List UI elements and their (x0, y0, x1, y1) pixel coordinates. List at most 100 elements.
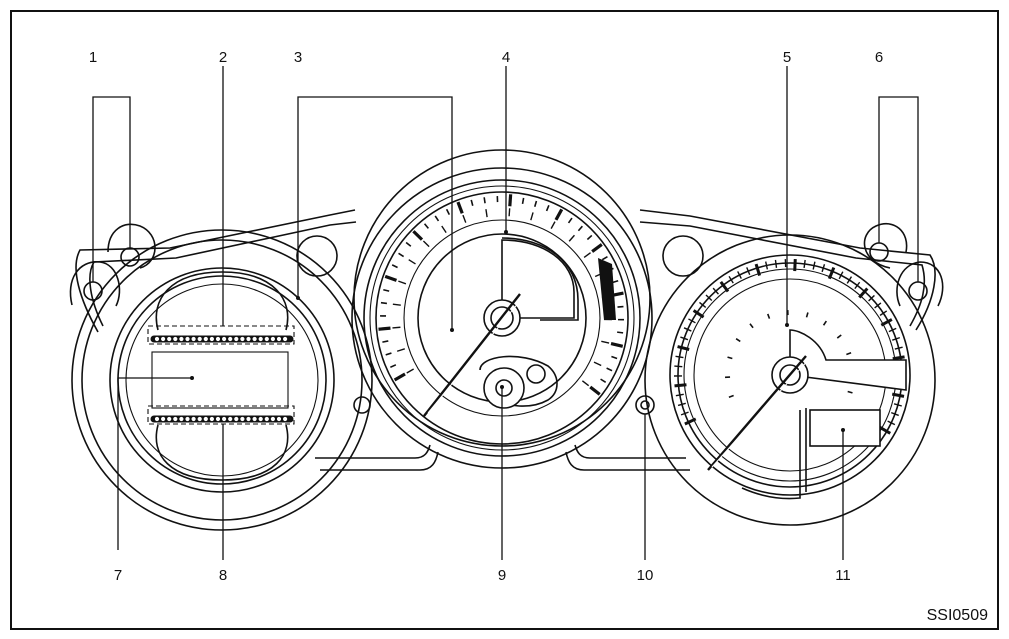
speedo-tick (774, 259, 778, 268)
tacho-tick (390, 364, 397, 368)
tacho-tick (445, 208, 451, 216)
speedo-inner-tick (822, 320, 828, 326)
tacho-tick (412, 230, 424, 241)
tacho-inner-tick (392, 303, 401, 306)
speedo-inner-tick (728, 394, 734, 398)
speedo-tick (674, 365, 683, 368)
tacho-inner-tick (583, 252, 591, 259)
speedo-tick (677, 345, 690, 351)
speedo-tick (675, 393, 684, 397)
dot-row-dot (179, 416, 184, 422)
dot-row-dot (228, 336, 233, 342)
indicator-lamps-right (863, 223, 944, 307)
dot-row-dot (167, 416, 172, 422)
tacho-tick (611, 355, 618, 360)
speedo-inner-tick (749, 323, 754, 329)
speedo-tick (692, 309, 705, 319)
tacho-tick (384, 274, 398, 282)
tacho-tick (577, 225, 583, 232)
tacho-tick (533, 200, 538, 207)
right-speedometer (644, 234, 936, 526)
speedo-tick (891, 392, 905, 398)
dot-row-dot (154, 416, 160, 422)
speedo-tick (858, 287, 869, 299)
speedo-tick (674, 383, 687, 388)
speedo-tick (868, 294, 875, 302)
tacho-tick (380, 301, 388, 305)
tacho-inner-tick (408, 259, 416, 265)
odometer-dot-row-bottom (150, 415, 294, 423)
tacho-tick (434, 215, 440, 222)
tachometer-ticks (378, 194, 624, 396)
dot-row-dot (179, 336, 184, 342)
speedo-inner-tick (727, 356, 733, 360)
callout-labels: 1 2 3 4 5 6 7 8 9 10 11 (89, 49, 883, 584)
speedo-inner-tick (735, 337, 741, 343)
tacho-tick (589, 385, 601, 396)
dot-row-dot (173, 416, 178, 422)
dot-row-dot (270, 336, 275, 342)
speedo-tick (728, 275, 734, 284)
speedo-tick (846, 276, 853, 284)
tacho-inner-tick (508, 208, 511, 217)
center-tachometer (351, 149, 653, 469)
tacho-tick (391, 264, 398, 269)
speedo-tick (712, 287, 719, 295)
tacho-tick (554, 208, 564, 221)
speedo-tick (874, 302, 882, 309)
dot-row-dot (240, 336, 245, 342)
tacho-inner-tick (550, 221, 556, 229)
tacho-tick (383, 288, 390, 292)
dot-row-dot (270, 416, 275, 422)
dot-row-dot (203, 416, 208, 422)
speedo-tick (793, 259, 797, 272)
callout-11: 11 (835, 567, 851, 584)
speedo-tick (879, 426, 892, 435)
speedo-tick (812, 261, 816, 270)
figure-code: SSI0509 (927, 607, 988, 624)
tacho-tick (521, 197, 525, 204)
speedo-tick (675, 355, 684, 359)
speedo-tick (683, 327, 692, 332)
tacho-inner-tick (406, 368, 415, 374)
dot-row-dot (234, 416, 239, 422)
dot-row-dot (283, 416, 288, 422)
dot-row-dot (197, 336, 202, 342)
speedo-inner-tick (836, 334, 842, 339)
speedo-tick (688, 318, 696, 324)
speedometer-ticks (673, 259, 906, 435)
tacho-inner-tick (601, 340, 610, 344)
speedo-tick (854, 281, 861, 290)
callout-1: 1 (89, 49, 97, 66)
dot-row-dot (246, 416, 251, 422)
speedo-tick (821, 264, 826, 273)
dot-row-dot (283, 336, 288, 342)
dot-row-dot (228, 416, 233, 422)
speedo-tick (887, 420, 896, 426)
callout-6: 6 (875, 49, 883, 66)
tacho-tick (586, 234, 593, 241)
tacho-inner-tick (392, 326, 401, 329)
speedo-tick (754, 263, 762, 276)
tacho-inner-tick (422, 240, 430, 248)
speedo-tick (677, 402, 686, 407)
tacho-inner-tick (581, 380, 590, 387)
tacho-tick (456, 201, 464, 214)
speedometer-inner-ticks (725, 310, 855, 398)
dot-row-dot (264, 336, 269, 342)
tacho-tick (600, 378, 607, 383)
dot-row-dot (234, 336, 239, 342)
speedo-tick (699, 301, 707, 309)
dot-row-dot (185, 336, 190, 342)
speedo-tick (893, 403, 902, 407)
speedo-tick (719, 280, 730, 293)
speedo-tick (705, 294, 713, 302)
speedo-tick (764, 261, 769, 270)
callout-2: 2 (219, 49, 227, 66)
tacho-tick (385, 352, 392, 356)
tacho-tick (591, 243, 603, 253)
tacho-inner-tick (396, 348, 405, 352)
speedo-tick (803, 259, 806, 269)
dot-row-dot (252, 416, 257, 422)
